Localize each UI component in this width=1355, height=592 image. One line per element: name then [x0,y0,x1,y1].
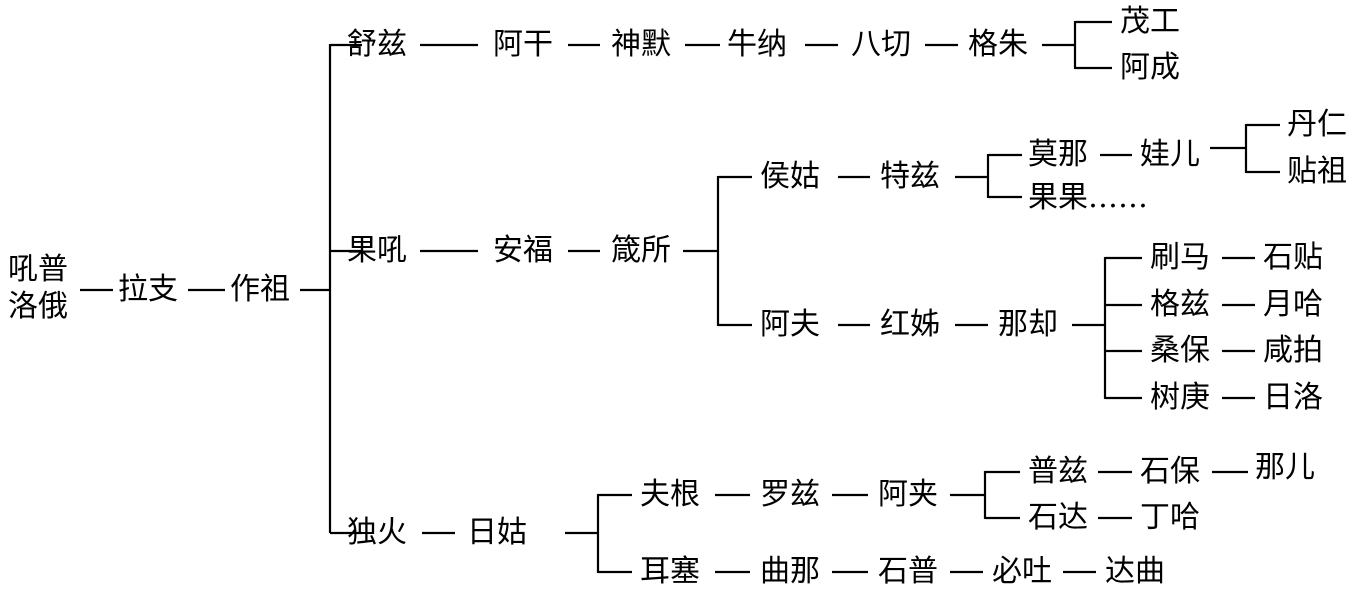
tree-node: 石普 [878,554,938,589]
tree-node: 格朱 [968,27,1028,62]
tree-node: 石保 [1140,454,1200,489]
tree-node: 牛纳 [727,27,787,62]
tree-node: 咸拍 [1263,333,1323,368]
tree-node: 箴所 [611,233,671,268]
tree-node: 桑保 [1150,333,1210,368]
tree-node: 侯姑 [760,159,820,194]
tree-node: 果果…… [1028,180,1148,215]
tree-node: 茂工 [1120,4,1180,39]
tree-node: 特兹 [880,159,940,194]
root-name-line1: 吼普 [8,252,68,287]
tree-node: 作祖 [230,272,290,307]
tree-node: 日洛 [1263,380,1323,415]
tree-node: 红姊 [880,307,940,342]
tree-node: 阿成 [1120,50,1180,85]
tree-node: 格兹 [1150,287,1210,322]
tree-node: 拉支 [118,272,178,307]
tree-node: 达曲 [1105,554,1165,589]
tree-node: 石贴 [1263,240,1323,275]
tree-node: 神默 [611,27,671,62]
tree-node: 必吐 [992,554,1052,589]
tree-node: 独火 [347,515,407,550]
tree-node: 安福 [493,233,553,268]
tree-node: 贴祖 [1287,154,1347,189]
tree-node: 普兹 [1028,454,1088,489]
tree-node: 石达 [1028,500,1088,535]
root-name-line2: 洛俄 [8,289,68,324]
tree-node: 月哈 [1263,287,1323,322]
tree-node: 八切 [851,27,911,62]
tree-node: 阿夫 [760,307,820,342]
tree-node: 莫那 [1028,137,1088,172]
tree-node: 阿干 [493,27,553,62]
tree-node: 丁哈 [1140,500,1200,535]
tree-node: 果吼 [347,233,407,268]
tree-node: 丹仁 [1287,107,1347,142]
tree-node: 日姑 [467,515,527,550]
tree-node: 罗兹 [760,477,820,512]
tree-node: 阿夹 [878,477,938,512]
tree-node: 那儿 [1255,450,1315,485]
tree-node: 树庚 [1150,380,1210,415]
tree-node: 刷马 [1150,240,1210,275]
tree-node: 夫根 [640,477,700,512]
tree-node: 曲那 [760,554,820,589]
tree-node: 耳塞 [640,554,700,589]
tree-node: 娃儿 [1140,137,1200,172]
tree-node: 舒兹 [347,27,407,62]
tree-node: 那却 [998,307,1058,342]
